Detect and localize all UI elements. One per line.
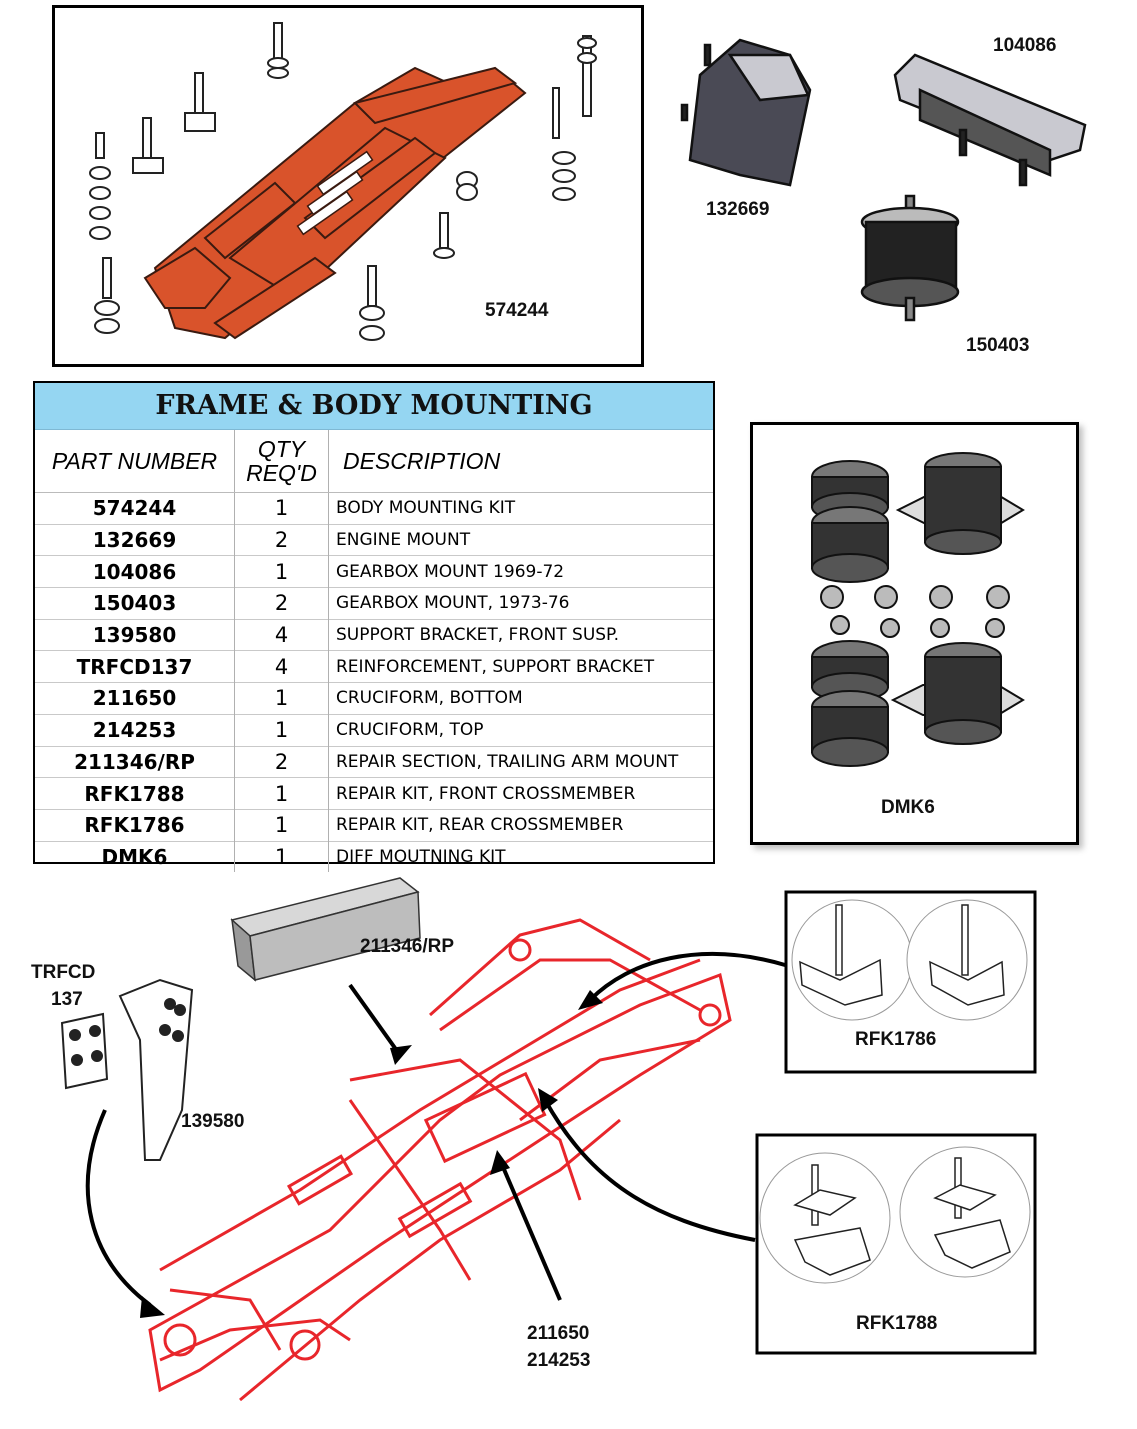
cell-part: 132669 [35, 523, 235, 556]
cell-desc: GEARBOX MOUNT 1969-72 [328, 555, 713, 588]
cell-qty: 1 [234, 840, 329, 873]
label-214253: 214253 [527, 1350, 591, 1371]
cell-part: 104086 [35, 555, 235, 588]
cell-desc: SUPPORT BRACKET, FRONT SUSP. [328, 618, 713, 651]
bolt-stack-icon [94, 257, 120, 334]
gearbox-mount-150403-icon [860, 194, 960, 322]
support-bracket-icon [118, 978, 194, 1161]
cell-desc: REPAIR KIT, FRONT CROSSMEMBER [328, 777, 713, 810]
cell-desc: REPAIR KIT, REAR CROSSMEMBER [328, 808, 713, 842]
bolt-stack-icon [89, 132, 111, 240]
header-qty-line2: REQ'D [246, 460, 317, 486]
bolt-stack-icon [456, 171, 478, 201]
cell-qty: 4 [234, 650, 329, 683]
part-label-132669: 132669 [706, 199, 770, 220]
label-211650: 211650 [527, 1323, 590, 1344]
cell-desc: GEARBOX MOUNT, 1973-76 [328, 587, 713, 620]
cell-part: TRFCD137 [35, 650, 235, 683]
cell-part: RFK1788 [35, 777, 235, 810]
cell-desc: ENGINE MOUNT [328, 523, 713, 556]
cell-desc: REPAIR SECTION, TRAILING ARM MOUNT [328, 745, 713, 778]
part-label-rfk1788: RFK1788 [856, 1313, 938, 1334]
repair-section-icon [230, 877, 421, 982]
engine-mount-132669-icon [680, 38, 1087, 322]
header-part-number: PART NUMBER [35, 430, 235, 493]
part-label-104086: 104086 [993, 35, 1057, 56]
bolt-stack-icon [184, 72, 216, 132]
cell-part: 214253 [35, 713, 235, 746]
cell-part: 150403 [35, 587, 235, 620]
cell-part: DMK6 [35, 840, 235, 873]
nut-icon [820, 585, 1010, 638]
label-trfcd-line2: 137 [51, 989, 83, 1010]
bolt-stack-icon [132, 117, 164, 174]
header-qty: QTY REQ'D [234, 430, 329, 493]
cell-desc: BODY MOUNTING KIT [328, 492, 713, 525]
gearbox-mount-104086-icon [893, 53, 1087, 187]
cell-qty: 1 [234, 492, 329, 525]
table-header-row: PART NUMBER QTY REQ'D DESCRIPTION [35, 430, 713, 493]
bolt-stack-icon [267, 22, 289, 79]
body-mounting-kit-panel: 574244 [52, 5, 644, 367]
cell-desc: CRUCIFORM, BOTTOM [328, 682, 713, 715]
label-trfcd-line1: TRFCD [31, 962, 96, 983]
bolt-stack-icon [359, 265, 385, 341]
cell-qty: 2 [234, 523, 329, 556]
cell-qty: 2 [234, 587, 329, 620]
cell-qty: 4 [234, 618, 329, 651]
cell-qty: 1 [234, 808, 329, 842]
diff-mounting-kit-panel: DMK6 [750, 422, 1079, 845]
parts-table: FRAME & BODY MOUNTING PART NUMBER QTY RE… [33, 381, 715, 873]
part-label-574244: 574244 [485, 300, 549, 321]
cell-qty: 1 [234, 555, 329, 588]
label-139580: 139580 [181, 1111, 245, 1132]
bolt-stack-icon [577, 35, 597, 117]
cell-part: RFK1786 [35, 808, 235, 842]
header-description: DESCRIPTION [328, 430, 713, 493]
cell-qty: 1 [234, 713, 329, 746]
cell-desc: DIFF MOUTNING KIT [328, 840, 713, 873]
rfk1788-part-icon [793, 1157, 1011, 1276]
part-label-rfk1786: RFK1786 [855, 1029, 937, 1050]
cell-desc: REINFORCEMENT, SUPPORT BRACKET [328, 650, 713, 683]
cell-qty: 1 [234, 777, 329, 810]
cell-desc: CRUCIFORM, TOP [328, 713, 713, 746]
diff-mount-bushes-illustration [811, 452, 1025, 767]
reinforcement-plate-icon [60, 1012, 109, 1090]
part-label-dmk6: DMK6 [881, 797, 935, 818]
label-211346-rp: 211346/RP [360, 936, 455, 957]
orange-chassis-illustration [89, 22, 597, 341]
parts-list: PART NUMBER QTY REQ'D DESCRIPTION 574244… [35, 430, 713, 873]
header-qty-line1: QTY [257, 436, 306, 462]
cell-part: 211346/RP [35, 745, 235, 778]
cell-part: 211650 [35, 682, 235, 715]
table-title: FRAME & BODY MOUNTING [35, 383, 713, 430]
bolt-stack-icon [552, 87, 576, 201]
cell-part: 139580 [35, 618, 235, 651]
cell-part: 574244 [35, 492, 235, 525]
rfk1786-part-icon [799, 904, 1005, 1006]
bolt-stack-icon [433, 212, 455, 259]
part-label-150403: 150403 [966, 335, 1030, 356]
cell-qty: 1 [234, 682, 329, 715]
cell-qty: 2 [234, 745, 329, 778]
